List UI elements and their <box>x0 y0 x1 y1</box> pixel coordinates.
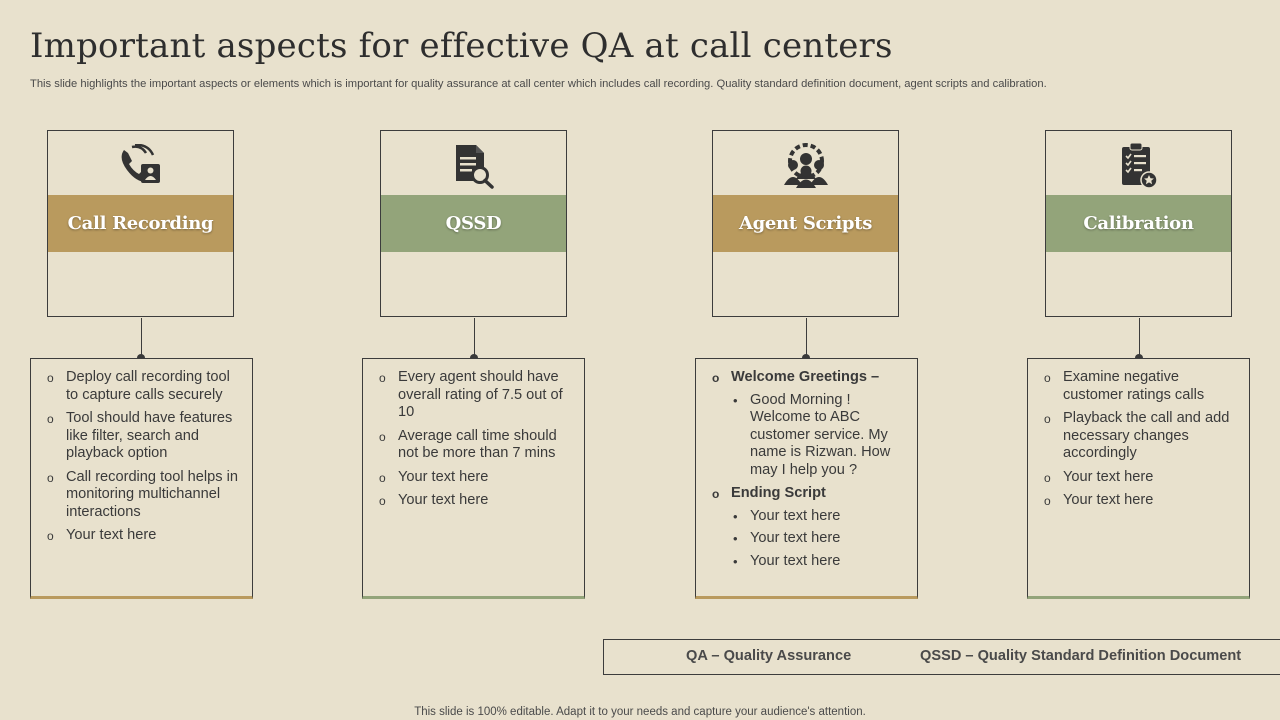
card-label-agent-scripts: Agent Scripts <box>713 195 898 252</box>
list-item-ending: Ending Script Your text here Your text h… <box>712 485 907 570</box>
connector-line <box>1139 318 1140 358</box>
list-item: Your text here <box>731 508 907 526</box>
connector-line <box>474 318 475 358</box>
list-item: Every agent should have overall rating o… <box>379 369 574 422</box>
list-item: Call recording tool helps in monitoring … <box>47 469 242 522</box>
details-qssd: Every agent should have overall rating o… <box>362 358 585 599</box>
details-calibration: Examine negative customer ratings calls … <box>1027 358 1250 599</box>
card-call-recording: Call Recording <box>47 130 234 317</box>
team-gear-icon <box>713 141 898 191</box>
list-item: Good Morning ! Welcome to ABC customer s… <box>731 392 907 480</box>
list-item: Your text here <box>731 553 907 571</box>
list-item: Playback the call and add necessary chan… <box>1044 410 1239 463</box>
card-label-call-recording: Call Recording <box>48 195 233 252</box>
checklist-star-icon <box>1046 141 1231 191</box>
welcome-heading: Welcome Greetings – <box>731 369 880 385</box>
list-item: Your text here <box>1044 492 1239 510</box>
ending-heading: Ending Script <box>731 485 826 501</box>
list-item: Your text here <box>47 527 242 545</box>
document-search-icon <box>381 141 566 191</box>
list-item: Deploy call recording tool to capture ca… <box>47 369 242 404</box>
page-subtitle: This slide highlights the important aspe… <box>30 78 1047 90</box>
legend-qssd: QSSD – Quality Standard Definition Docum… <box>920 648 1242 664</box>
list-item: Average call time should not be more tha… <box>379 428 574 463</box>
card-agent-scripts: Agent Scripts <box>712 130 899 317</box>
list-item: Your text here <box>731 530 907 548</box>
list-item: Examine negative customer ratings calls <box>1044 369 1239 404</box>
card-label-calibration: Calibration <box>1046 195 1231 252</box>
details-agent-scripts: Welcome Greetings – Good Morning ! Welco… <box>695 358 918 599</box>
list-item: Your text here <box>379 492 574 510</box>
details-call-recording: Deploy call recording tool to capture ca… <box>30 358 253 599</box>
card-qssd: QSSD <box>380 130 567 317</box>
card-label-qssd: QSSD <box>381 195 566 252</box>
connector-line <box>141 318 142 358</box>
abbreviation-legend: QA – Quality Assurance QSSD – Quality St… <box>603 639 1280 675</box>
phone-user-icon <box>48 141 233 191</box>
legend-qa: QA – Quality Assurance <box>686 648 852 664</box>
page-title: Important aspects for effective QA at ca… <box>30 26 893 66</box>
connector-line <box>806 318 807 358</box>
list-item: Your text here <box>1044 469 1239 487</box>
list-item-welcome: Welcome Greetings – Good Morning ! Welco… <box>712 369 907 479</box>
footer-note: This slide is 100% editable. Adapt it to… <box>414 706 866 718</box>
list-item: Tool should have features like filter, s… <box>47 410 242 463</box>
list-item: Your text here <box>379 469 574 487</box>
card-calibration: Calibration <box>1045 130 1232 317</box>
